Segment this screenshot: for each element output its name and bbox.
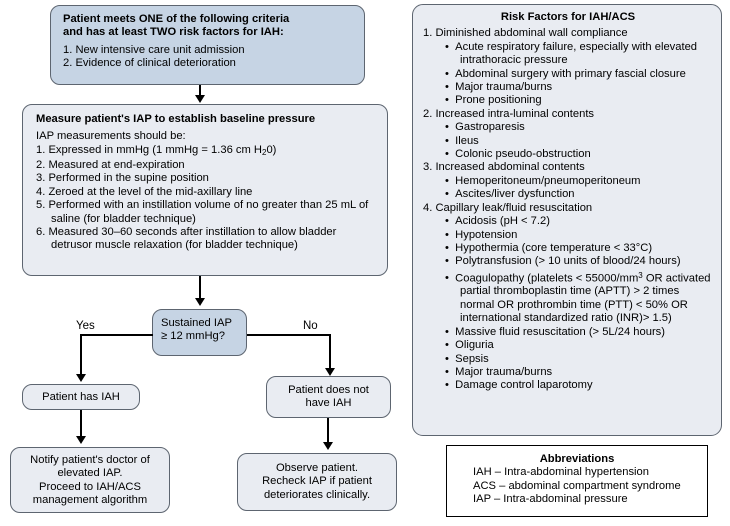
connector-has-iah-to-action bbox=[80, 410, 82, 440]
entry-criteria-box: Patient meets ONE of the following crite… bbox=[50, 5, 365, 85]
list-item: Acidosis (pH < 7.2) bbox=[445, 215, 713, 228]
list-item: Damage control laparotomy bbox=[445, 379, 713, 392]
list-item: Sepsis bbox=[445, 353, 713, 366]
list-item: Massive fluid resuscitation (> 5L/24 hou… bbox=[445, 326, 713, 339]
risk-group-heading: 1. Diminished abdominal wall compliance bbox=[423, 27, 628, 40]
arrowhead-measure-to-decision bbox=[195, 298, 205, 306]
entry-title-line1: Patient meets ONE of the following crite… bbox=[63, 13, 290, 25]
list-item: 2. Evidence of clinical deterioration bbox=[63, 57, 236, 70]
risk-factors-panel: Risk Factors for IAH/ACS 1. Diminished a… bbox=[412, 4, 722, 436]
risk-group-heading: 2. Increased intra-luminal contents bbox=[423, 107, 595, 120]
arrowhead-yes-branch bbox=[76, 374, 86, 382]
list-item: Hypotension bbox=[445, 229, 713, 242]
arrowhead-has-iah-to-action bbox=[76, 436, 86, 444]
connector-decision-yes-horizontal bbox=[80, 334, 153, 336]
list-item: 4. Zeroed at the level of the mid-axilla… bbox=[36, 185, 253, 198]
risk-group-bullets: Acute respiratory failure, especially wi… bbox=[423, 41, 713, 108]
patient-has-iah-label: Patient has IAH bbox=[42, 391, 120, 403]
connector-decision-yes-vertical bbox=[80, 334, 82, 376]
list-item: 6. Measured 30–60 seconds after instilla… bbox=[36, 226, 337, 252]
risk-group-bullets: Gastroparesis Ileus Colonic pseudo-obstr… bbox=[423, 121, 713, 161]
measure-items-list: 1. Expressed in mmHg (1 mmHg = 1.36 cm H… bbox=[36, 144, 377, 253]
list-item: Colonic pseudo-obstruction bbox=[445, 148, 713, 161]
risk-group-bullets: Acidosis (pH < 7.2) Hypotension Hypother… bbox=[423, 215, 713, 393]
observe-line1: Observe patient. bbox=[275, 462, 359, 474]
list-item: Ascites/liver dysfunction bbox=[445, 188, 713, 201]
list-item: 2. Measured at end-expiration bbox=[36, 158, 185, 171]
list-item: Hemoperitoneum/pneumoperitoneum bbox=[445, 175, 713, 188]
arrowhead-no-branch bbox=[325, 368, 335, 376]
observe-line2: Recheck IAP if patient bbox=[262, 475, 372, 488]
list-item: 1. New intensive care unit admission bbox=[63, 43, 245, 56]
connector-decision-no-vertical bbox=[329, 334, 331, 370]
list-item: Coagulopathy (platelets < 55000/mm3 OR a… bbox=[445, 269, 713, 326]
risk-group-heading: 4. Capillary leak/fluid resuscitation bbox=[423, 201, 593, 214]
arrowhead-no-iah-to-action bbox=[323, 442, 333, 450]
list-item: Hypothermia (core temperature < 33°C) bbox=[445, 242, 713, 255]
list-item: IAH – Intra-abdominal hypertension bbox=[473, 466, 649, 479]
list-item: Ileus bbox=[445, 135, 713, 148]
action-line3: Proceed to IAH/ACS bbox=[39, 480, 141, 493]
action-line1: Notify patient's doctor of bbox=[30, 454, 150, 466]
abbreviations-box: Abbreviations IAH – Intra-abdominal hype… bbox=[446, 445, 708, 517]
list-item: 5. Performed with an instillation volume… bbox=[36, 199, 369, 225]
list-item: Oliguria bbox=[445, 339, 713, 352]
decision-line1: Sustained IAP bbox=[161, 317, 232, 329]
list-item: 1. Expressed in mmHg (1 mmHg = 1.36 cm H… bbox=[36, 143, 277, 157]
risk-group-bullets: Hemoperitoneum/pneumoperitoneum Ascites/… bbox=[423, 175, 713, 202]
list-item: Acute respiratory failure, especially wi… bbox=[445, 41, 713, 68]
list-item: 3. Performed in the supine position bbox=[36, 172, 209, 185]
list-item: Abdominal surgery with primary fascial c… bbox=[445, 68, 713, 81]
connector-entry-to-measure bbox=[199, 85, 201, 98]
risk-group-heading: 3. Increased abdominal contents bbox=[423, 161, 585, 174]
observe-patient-action-box: Observe patient. Recheck IAP if patient … bbox=[237, 453, 397, 511]
risk-factor-groups: 1. Diminished abdominal wall compliance … bbox=[423, 27, 713, 392]
action-line2: elevated IAP. bbox=[57, 467, 123, 480]
no-iah-line1: Patient does not bbox=[288, 384, 369, 396]
connector-no-iah-to-action bbox=[327, 418, 329, 446]
no-branch-label: No bbox=[303, 320, 318, 332]
notify-doctor-action-box: Notify patient's doctor of elevated IAP.… bbox=[10, 447, 170, 513]
patient-no-iah-box: Patient does not have IAH bbox=[266, 376, 391, 418]
decision-sustained-iap-box: Sustained IAP ≥ 12 mmHg? bbox=[152, 309, 247, 356]
list-item: Major trauma/burns bbox=[445, 81, 713, 94]
list-item: Polytransfusion (> 10 units of blood/24 … bbox=[445, 255, 713, 268]
measure-lead: IAP measurements should be: bbox=[36, 130, 186, 143]
measure-title: Measure patient's IAP to establish basel… bbox=[36, 113, 316, 125]
entry-title-line2: and has at least TWO risk factors for IA… bbox=[63, 26, 284, 39]
entry-criteria-list: 1. New intensive care unit admission 2. … bbox=[63, 44, 354, 71]
patient-has-iah-box: Patient has IAH bbox=[22, 384, 140, 410]
no-iah-line2: have IAH bbox=[305, 397, 352, 410]
list-item: Prone positioning bbox=[445, 94, 713, 107]
connector-decision-no-horizontal bbox=[247, 334, 331, 336]
arrowhead-entry-to-measure bbox=[195, 95, 205, 103]
decision-line2: ≥ 12 mmHg? bbox=[161, 330, 225, 343]
action-line4: management algorithm bbox=[32, 494, 148, 507]
list-item: Gastroparesis bbox=[445, 121, 713, 134]
connector-measure-to-decision bbox=[199, 276, 201, 300]
list-item: Major trauma/burns bbox=[445, 366, 713, 379]
list-item: ACS – abdominal compartment syndrome bbox=[473, 479, 681, 492]
risk-panel-title: Risk Factors for IAH/ACS bbox=[500, 11, 636, 23]
measure-iap-box: Measure patient's IAP to establish basel… bbox=[22, 104, 388, 276]
yes-branch-label: Yes bbox=[76, 320, 95, 332]
observe-line3: deteriorates clinically. bbox=[263, 488, 371, 501]
list-item: IAP – Intra-abdominal pressure bbox=[473, 493, 628, 506]
abbreviations-title: Abbreviations bbox=[539, 453, 615, 465]
abbreviations-list: IAH – Intra-abdominal hypertension ACS –… bbox=[447, 466, 707, 506]
